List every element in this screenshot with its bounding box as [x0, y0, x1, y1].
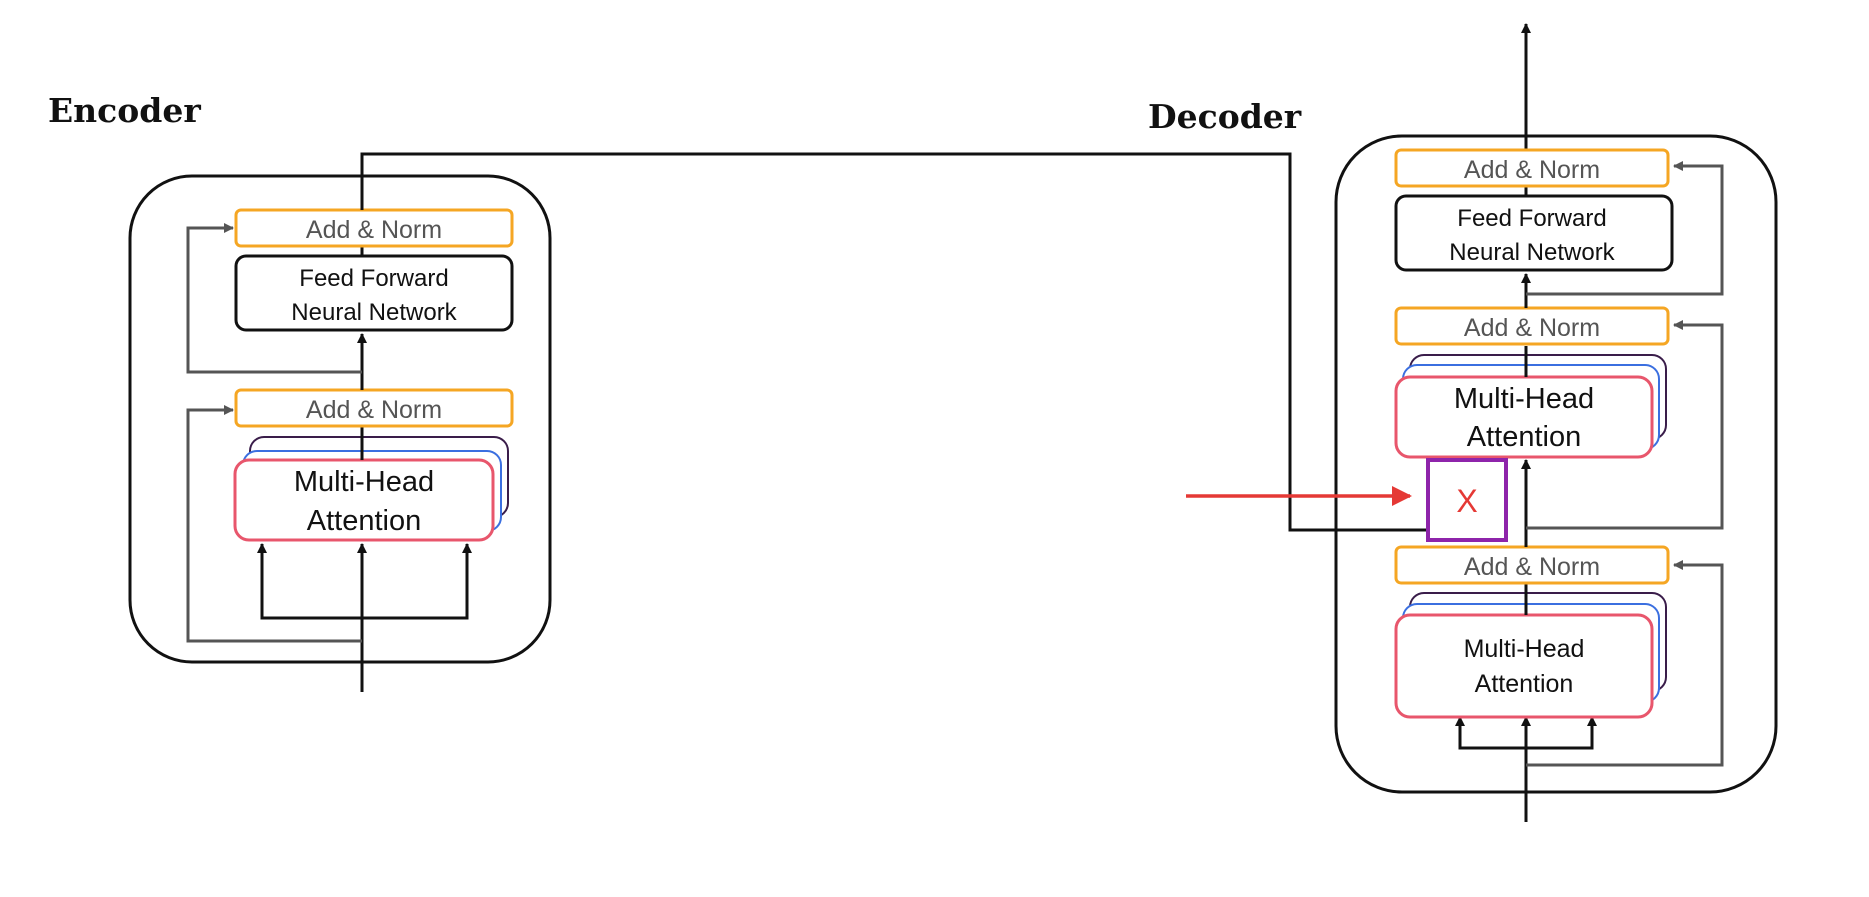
encoder-add-norm-top-label: Add & Norm: [306, 216, 442, 244]
encoder-add-norm-top: [234, 208, 514, 248]
decoder-residual-1: [1526, 560, 1724, 767]
decoder-cross-mha-label-1: Multi-Head: [1454, 383, 1594, 415]
decoder-add-norm-top-label: Add & Norm: [1464, 156, 1600, 184]
decoder-residual-2: [1526, 320, 1724, 530]
encoder-mha-label-1: Multi-Head: [294, 466, 434, 498]
decoder-cross-mha-stack: [1394, 354, 1667, 459]
x-marker-label: X: [1456, 483, 1477, 519]
encoder-ffn-box: [234, 254, 514, 332]
encoder-qkv-split: [260, 544, 469, 620]
decoder-add-norm-bottom-label: Add & Norm: [1464, 553, 1600, 581]
encoder-output-connection: [360, 152, 1428, 532]
decoder-self-mha-label-2: Attention: [1475, 670, 1574, 698]
decoder-add-norm-middle: [1394, 306, 1670, 346]
decoder-residual-3: [1526, 161, 1724, 296]
decoder-add-norm-top: [1394, 148, 1670, 188]
encoder-ffn-label-1: Feed Forward: [299, 265, 448, 292]
decoder-ffn-label-2: Neural Network: [1449, 239, 1615, 266]
decoder-title: Decoder: [1148, 97, 1302, 136]
encoder-add-norm-bottom: [234, 388, 514, 428]
decoder-add-norm-bottom: [1394, 545, 1670, 585]
encoder-ffn-label-2: Neural Network: [291, 299, 457, 326]
encoder-block: [128, 174, 552, 664]
decoder-cross-mha-label-2: Attention: [1467, 421, 1581, 453]
encoder-add-norm-bottom-label: Add & Norm: [306, 396, 442, 424]
decoder-qkv-split: [1458, 717, 1594, 750]
decoder-self-mha-stack: [1394, 592, 1667, 719]
encoder-residual-1: [186, 405, 362, 643]
x-marker-box: [1426, 458, 1508, 542]
encoder-residual-2: [186, 223, 362, 374]
encoder-title: Encoder: [48, 91, 201, 130]
decoder-ffn-label-1: Feed Forward: [1457, 205, 1606, 232]
decoder-add-norm-middle-label: Add & Norm: [1464, 314, 1600, 342]
encoder-mha-stack: [233, 436, 509, 542]
decoder-block: [1334, 134, 1778, 794]
encoder-mha-label-2: Attention: [307, 505, 421, 537]
decoder-self-mha-label-1: Multi-Head: [1464, 635, 1585, 663]
decoder-ffn-box: [1394, 194, 1674, 272]
